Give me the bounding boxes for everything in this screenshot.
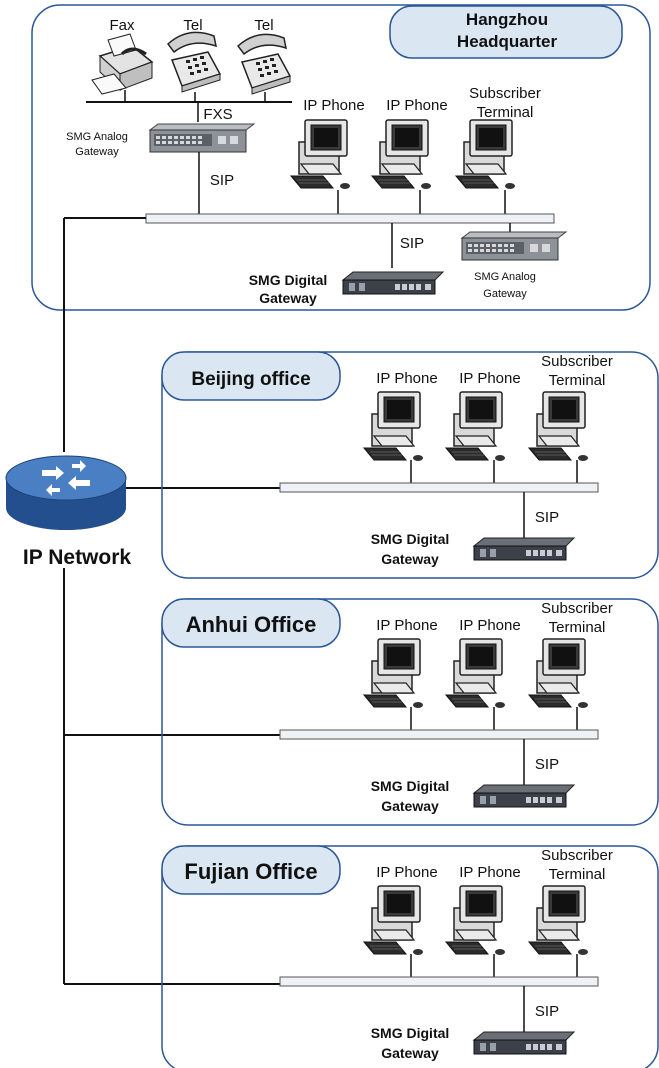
office-title: Anhui Office bbox=[186, 612, 317, 637]
sip-label: SIP bbox=[535, 509, 559, 526]
digital-gateway-label: SMG Digital bbox=[371, 1025, 450, 1041]
ip-phone-label: IP Phone bbox=[303, 97, 364, 114]
ip-phone-icon bbox=[290, 119, 351, 190]
ip-phone-label: IP Phone bbox=[459, 370, 520, 387]
analog-gateway-icon bbox=[461, 231, 567, 261]
office-region-border bbox=[161, 598, 659, 826]
telephone-icon bbox=[237, 33, 291, 95]
subscriber-label: Subscriber bbox=[541, 847, 613, 864]
digital-gateway-icon bbox=[473, 784, 575, 808]
hq-title-line2: Headquarter bbox=[457, 32, 558, 51]
analog-gateway-label: Gateway bbox=[483, 288, 527, 300]
ip-network-label: IP Network bbox=[23, 546, 131, 569]
office-title: Fujian Office bbox=[184, 859, 317, 884]
ip-phone-label: IP Phone bbox=[376, 864, 437, 881]
ip-phone-icon bbox=[363, 391, 424, 462]
sip-label: SIP bbox=[210, 172, 234, 189]
subscriber-label: Terminal bbox=[549, 372, 606, 389]
ip-phone-icon bbox=[371, 119, 432, 190]
hq-title-box bbox=[389, 5, 623, 59]
digital-gateway-label: SMG Digital bbox=[371, 778, 450, 794]
digital-gateway-label: Gateway bbox=[259, 290, 317, 306]
subscriber-label: Terminal bbox=[549, 619, 606, 636]
analog-gateway-label: SMG Analog bbox=[66, 131, 128, 143]
office-network-bus bbox=[279, 729, 599, 740]
subscriber-terminal-icon bbox=[455, 119, 516, 190]
subscriber-label: Terminal bbox=[477, 104, 534, 121]
analog-gateway-icon bbox=[149, 123, 255, 153]
ip-phone-icon bbox=[445, 885, 506, 956]
analog-gateway-label: Gateway bbox=[75, 146, 119, 158]
digital-gateway-label: SMG Digital bbox=[371, 531, 450, 547]
ip-phone-icon bbox=[445, 638, 506, 709]
office-title-box bbox=[161, 598, 341, 648]
ip-phone-label: IP Phone bbox=[376, 370, 437, 387]
digital-gateway-label: Gateway bbox=[381, 551, 439, 567]
ip-phone-label: IP Phone bbox=[459, 864, 520, 881]
subscriber-label: Subscriber bbox=[541, 600, 613, 617]
ip-phone-icon bbox=[445, 391, 506, 462]
digital-gateway-label: Gateway bbox=[381, 1045, 439, 1061]
telephone-icon bbox=[167, 31, 221, 93]
sip-label: SIP bbox=[400, 235, 424, 252]
digital-gateway-label: Gateway bbox=[381, 798, 439, 814]
ip-phone-label: IP Phone bbox=[459, 617, 520, 634]
hq-title-line1: Hangzhou bbox=[466, 10, 548, 29]
subscriber-label: Subscriber bbox=[469, 85, 541, 102]
subscriber-label: Subscriber bbox=[541, 353, 613, 370]
ip-phone-label: IP Phone bbox=[386, 97, 447, 114]
office-region-border bbox=[161, 351, 659, 579]
fax-icon bbox=[90, 32, 154, 96]
fxs-label: FXS bbox=[203, 106, 232, 123]
digital-gateway-label: SMG Digital bbox=[249, 272, 328, 288]
sip-label: SIP bbox=[535, 1003, 559, 1020]
ip-phone-label: IP Phone bbox=[376, 617, 437, 634]
fax-label: Fax bbox=[109, 17, 135, 34]
digital-gateway-icon bbox=[342, 271, 444, 295]
analog-gateway-label: SMG Analog bbox=[474, 271, 536, 283]
tel-label: Tel bbox=[254, 17, 273, 34]
office-region-border bbox=[161, 845, 659, 1068]
subscriber-label: Terminal bbox=[549, 866, 606, 883]
hq-region-border bbox=[31, 4, 651, 311]
office-network-bus bbox=[279, 482, 599, 493]
office-title-box bbox=[161, 351, 341, 401]
office-title-box bbox=[161, 845, 341, 895]
office-network-bus bbox=[279, 976, 599, 987]
subscriber-terminal-icon bbox=[528, 638, 589, 709]
router-icon bbox=[5, 455, 127, 530]
digital-gateway-icon bbox=[473, 1031, 575, 1055]
sip-label: SIP bbox=[535, 756, 559, 773]
hq-network-bus bbox=[145, 213, 555, 224]
subscriber-terminal-icon bbox=[528, 885, 589, 956]
ip-phone-icon bbox=[363, 638, 424, 709]
digital-gateway-icon bbox=[473, 537, 575, 561]
ip-phone-icon bbox=[363, 885, 424, 956]
subscriber-terminal-icon bbox=[528, 391, 589, 462]
office-title: Beijing office bbox=[191, 369, 310, 390]
tel-label: Tel bbox=[183, 17, 202, 34]
